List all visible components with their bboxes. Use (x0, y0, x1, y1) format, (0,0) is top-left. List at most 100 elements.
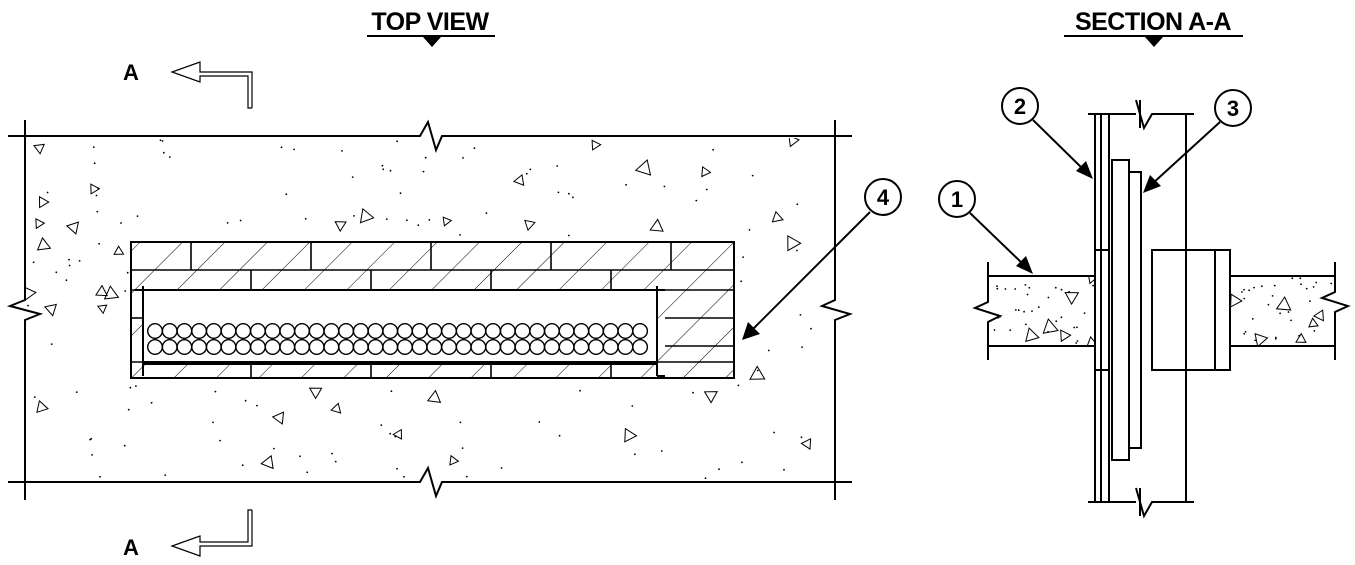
cable (352, 339, 369, 356)
aggregate-dot (385, 218, 388, 221)
cable (632, 323, 649, 340)
aggregate-stone (800, 437, 812, 450)
callout-2: 2 (1001, 87, 1093, 179)
section-marker-top-label: A (123, 60, 139, 85)
callout-2-arrowhead (1076, 161, 1093, 179)
aggregate-dot (462, 157, 464, 159)
aggregate-stone (36, 399, 49, 414)
callout-1-bubble (938, 180, 976, 218)
aggregate-dot (996, 285, 998, 288)
aggregate-dot (273, 447, 275, 450)
cable (264, 323, 281, 340)
aggregate-dot (1060, 316, 1063, 319)
cable (455, 339, 472, 356)
aggregate-stone (334, 221, 347, 233)
aggregate-dot (1271, 295, 1274, 297)
cable (294, 339, 311, 356)
floor-slab-right (1230, 262, 1351, 360)
cable-bundle-section (1128, 171, 1142, 449)
aggregate-stone (1060, 329, 1072, 343)
aggregate-stone (65, 221, 80, 235)
aggregate-dot (1330, 282, 1333, 285)
cable (308, 323, 325, 340)
aggregate-dot (997, 316, 1000, 319)
aggregate-dot (1075, 342, 1078, 344)
aggregate-stone (1086, 335, 1095, 346)
aggregate-stone (113, 245, 125, 255)
aggregate-stone (35, 217, 46, 230)
cable (470, 339, 487, 356)
aggregate-dot (89, 438, 91, 441)
aggregate-dot (1060, 288, 1063, 291)
cable (411, 339, 428, 356)
aggregate-dot (1279, 312, 1281, 315)
cable (632, 339, 649, 356)
callout-1-arrowhead (1016, 256, 1033, 274)
aggregate-dot (161, 140, 164, 142)
aggregate-dot (123, 444, 126, 447)
aggregate-stone (703, 391, 719, 404)
callout-3-leader (1151, 121, 1221, 185)
aggregate-dot (579, 389, 581, 392)
aggregate-dot (239, 219, 242, 222)
aggregate-stone (701, 165, 712, 178)
aggregate-stone (649, 218, 664, 232)
callout-3-bubble (1214, 89, 1252, 127)
cable (499, 339, 516, 356)
section-view-title: SECTION A-A (1075, 8, 1232, 36)
aggregate-dot (465, 475, 468, 478)
aggregate-dot (799, 314, 802, 316)
cable (588, 323, 605, 340)
cable (485, 323, 502, 340)
cable (264, 339, 281, 356)
aggregate-dot (1047, 296, 1050, 299)
callout-1-leader (969, 212, 1025, 266)
callout-4-label: 4 (877, 185, 890, 210)
aggregate-dot (50, 343, 53, 345)
aggregate-dot (1243, 297, 1246, 300)
aggregate-dot (1248, 289, 1250, 292)
aggregate-dot (692, 391, 694, 394)
aggregate-stone (36, 236, 52, 251)
cable (499, 323, 516, 340)
cable (367, 339, 384, 356)
cable (308, 339, 325, 356)
aggregate-dot (226, 222, 229, 224)
aggregate-dot (1004, 288, 1007, 290)
aggregate-dot (568, 192, 570, 195)
aggregate-dot (740, 280, 743, 283)
cable-tray-section (1111, 159, 1130, 461)
aggregate-dot (1073, 326, 1076, 329)
aggregate-dot (396, 467, 398, 470)
aggregate-dot (1055, 320, 1058, 323)
aggregate-dot (767, 349, 770, 352)
cable (529, 339, 546, 356)
aggregate-dot (68, 264, 71, 267)
aggregate-dot (422, 170, 425, 173)
cable (514, 323, 531, 340)
aggregate-dot (1273, 284, 1276, 287)
aggregate-dot (124, 290, 127, 292)
aggregate-dot (381, 164, 384, 167)
cable (235, 339, 252, 356)
aggregate-dot (1076, 326, 1078, 329)
aggregate-dot (99, 475, 101, 478)
cable (235, 323, 252, 340)
aggregate-dot (1025, 323, 1027, 326)
aggregate-dot (1251, 318, 1254, 320)
aggregate-dot (214, 390, 217, 393)
cable (573, 323, 590, 340)
callout-3-arrowhead (1143, 175, 1161, 193)
aggregate-stone (1042, 318, 1059, 334)
cable (338, 323, 355, 340)
aggregate-dot (285, 193, 288, 196)
aggregate-dot (712, 148, 714, 151)
aggregate-dot (741, 461, 743, 464)
aggregate-dot (159, 139, 162, 142)
aggregate-stone (1308, 317, 1320, 328)
cable (205, 323, 222, 340)
aggregate-dot (525, 172, 528, 175)
aggregate-stone (43, 303, 58, 317)
aggregate-dot (33, 396, 36, 398)
aggregate-dot (1274, 337, 1277, 340)
